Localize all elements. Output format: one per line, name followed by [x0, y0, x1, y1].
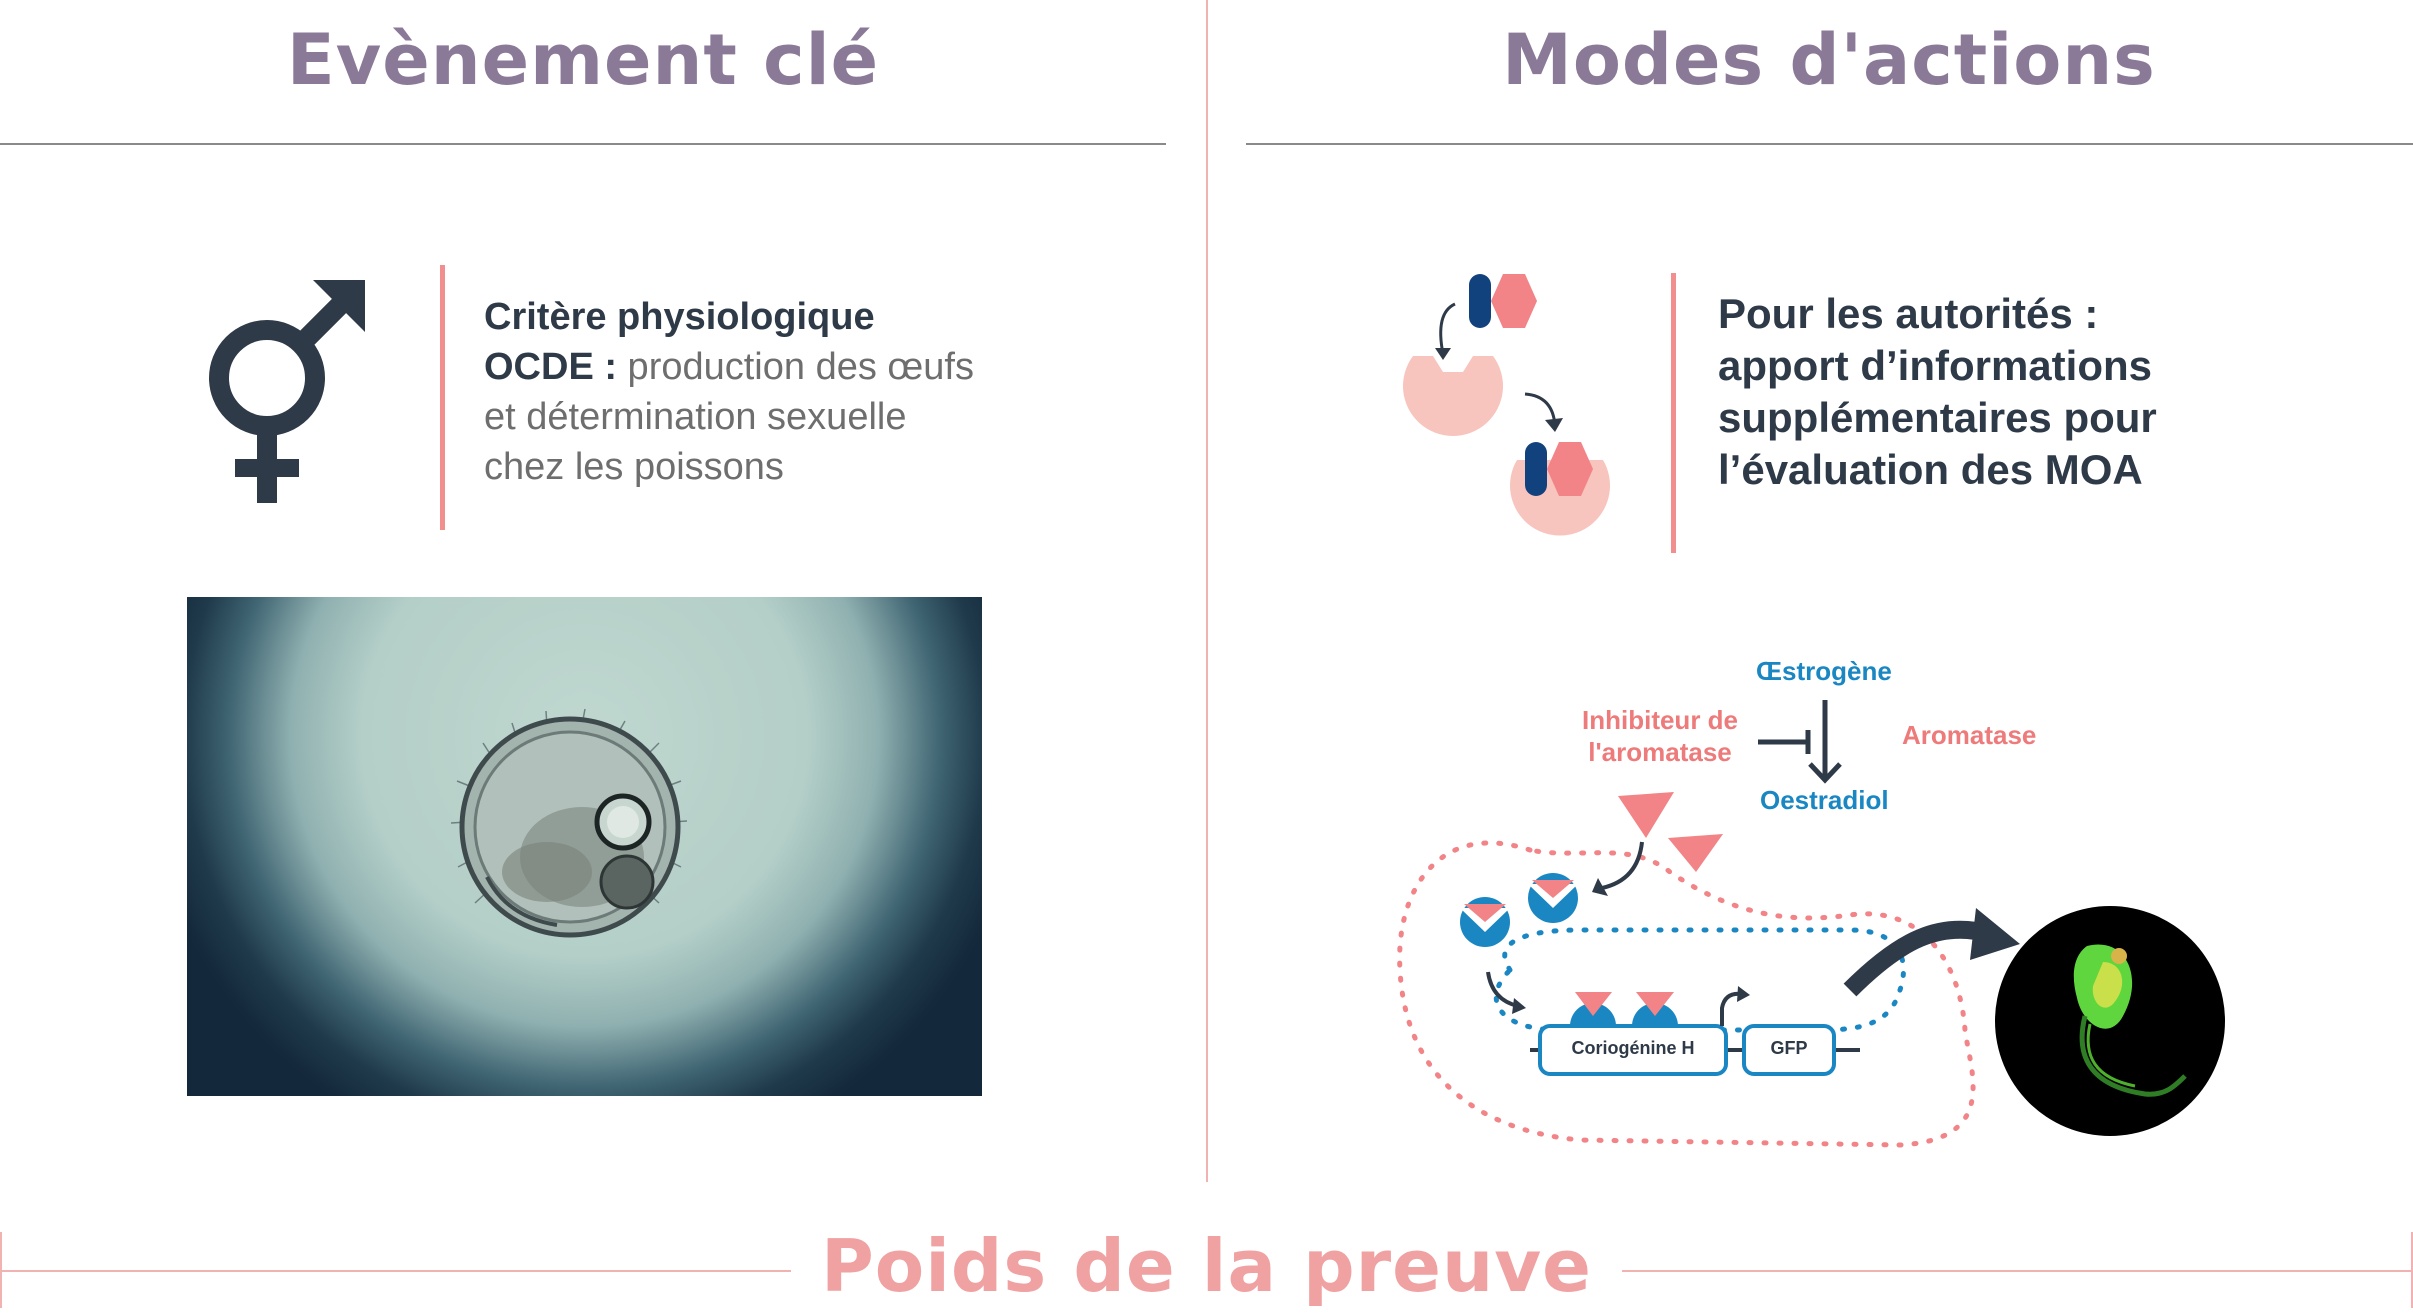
footer: Poids de la preuve — [0, 1224, 2413, 1308]
left-description: Critère physiologique OCDE : production … — [484, 292, 1044, 492]
left-accent-bar — [440, 265, 445, 530]
inhibiteur-label-line-1: Inhibiteur de — [1582, 705, 1738, 735]
right-text-4: l’évaluation des MOA — [1718, 446, 2143, 493]
gene-label-gfp: GFP — [1770, 1038, 1808, 1058]
left-text-rest-1: production des œufs — [617, 346, 974, 388]
fish-egg-photo — [187, 597, 982, 1096]
footer-line-left — [0, 1270, 830, 1272]
left-heading-divider — [0, 143, 1166, 145]
oestradiol-label: Oestradiol — [1760, 785, 1889, 815]
right-text-1: Pour les autorités : — [1718, 290, 2099, 337]
oestrogene-label: Œstrogène — [1756, 656, 1892, 686]
left-text-rest-2: et détermination sexuelle — [484, 396, 907, 438]
right-heading-divider — [1246, 143, 2413, 145]
center-divider — [1206, 0, 1208, 1182]
fluorescent-larva-image — [1995, 906, 2225, 1136]
right-accent-bar — [1671, 273, 1676, 553]
left-text-bold-2: OCDE : — [484, 346, 617, 388]
aromatase-label: Aromatase — [1902, 720, 2037, 750]
left-text-rest-3: chez les poissons — [484, 446, 784, 488]
right-text-2: apport d’informations — [1718, 342, 2152, 389]
gene-label-coriogenine: Coriogénine H — [1571, 1038, 1695, 1058]
gender-male-female-icon — [205, 278, 375, 508]
footer-tick-right — [2411, 1232, 2413, 1308]
right-heading: Modes d'actions — [1502, 19, 2156, 101]
footer-title: Poids de la preuve — [790, 1224, 1623, 1308]
inhibiteur-label-line-2: l'aromatase — [1588, 737, 1732, 767]
inhibiteur-label: Inhibiteur de l'aromatase — [1570, 704, 1750, 768]
receptor-binding-icon — [1395, 268, 1625, 558]
footer-tick-left — [0, 1232, 2, 1308]
mechanism-diagram — [1380, 690, 2230, 1170]
left-text-bold-1: Critère physiologique — [484, 296, 875, 338]
right-text-3: supplémentaires pour — [1718, 394, 2157, 441]
left-heading: Evènement clé — [286, 19, 880, 101]
footer-line-right — [1583, 1270, 2413, 1272]
right-description: Pour les autorités : apport d’informatio… — [1718, 288, 2318, 496]
